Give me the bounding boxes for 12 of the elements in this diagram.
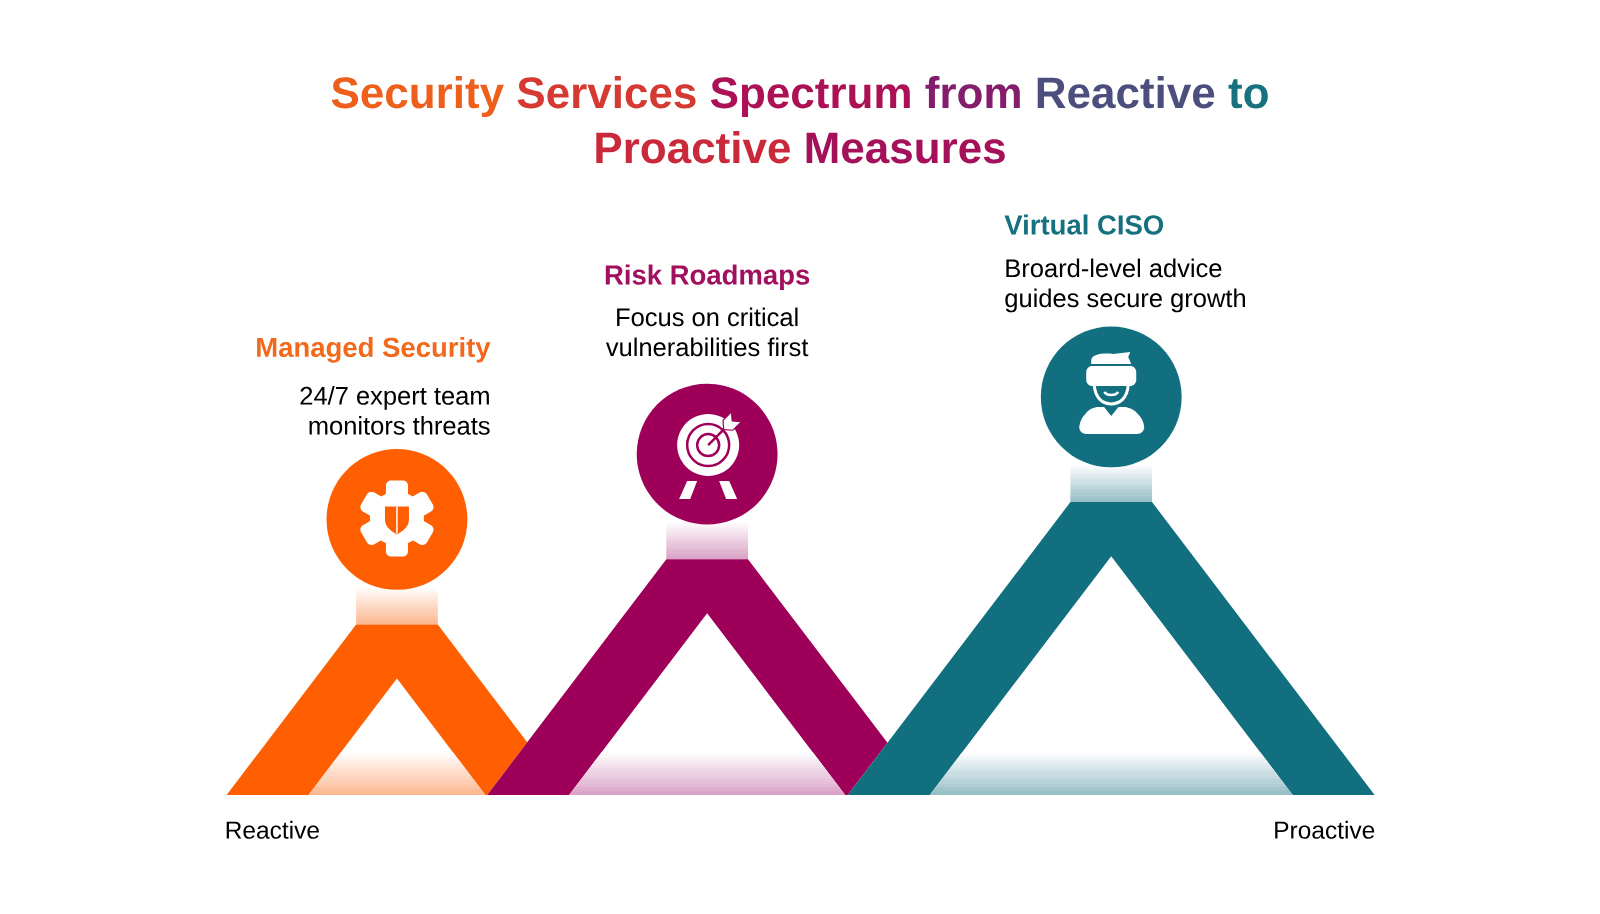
chevron-shape (847, 464, 1375, 795)
axis-label: Reactive (226, 820, 319, 839)
heading: Virtual CISO (1004, 214, 1164, 235)
description: Broard-level advice guides secure growth (1005, 258, 1245, 313)
chevron-shape (226, 586, 528, 795)
chevron-shape (487, 521, 888, 795)
description: Focus on critical vulnerabilities first (605, 307, 809, 357)
title: Security Services Spectrum from Reactive to Proactive Measures (331, 76, 1268, 164)
axis-label: Proactive (1275, 820, 1375, 839)
heading: Managed Security (257, 336, 491, 363)
description: 24/7 expert team monitors threats (300, 386, 490, 435)
heading: Risk Roadmaps (605, 264, 810, 291)
